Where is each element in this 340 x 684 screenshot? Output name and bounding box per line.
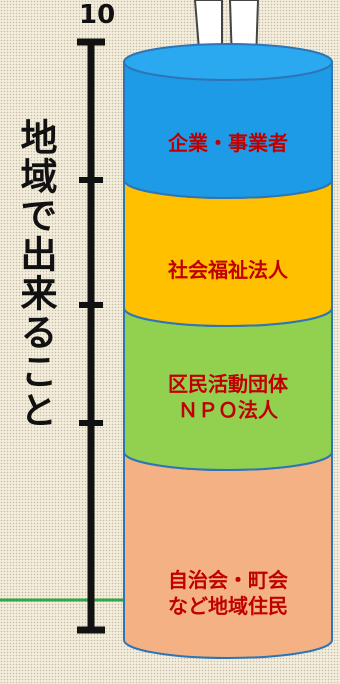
axis-title: 地域で出来ること (14, 118, 57, 430)
scale-bar (77, 38, 105, 634)
scale-max-label: 10 (79, 0, 116, 30)
segment-companies (123, 43, 333, 199)
